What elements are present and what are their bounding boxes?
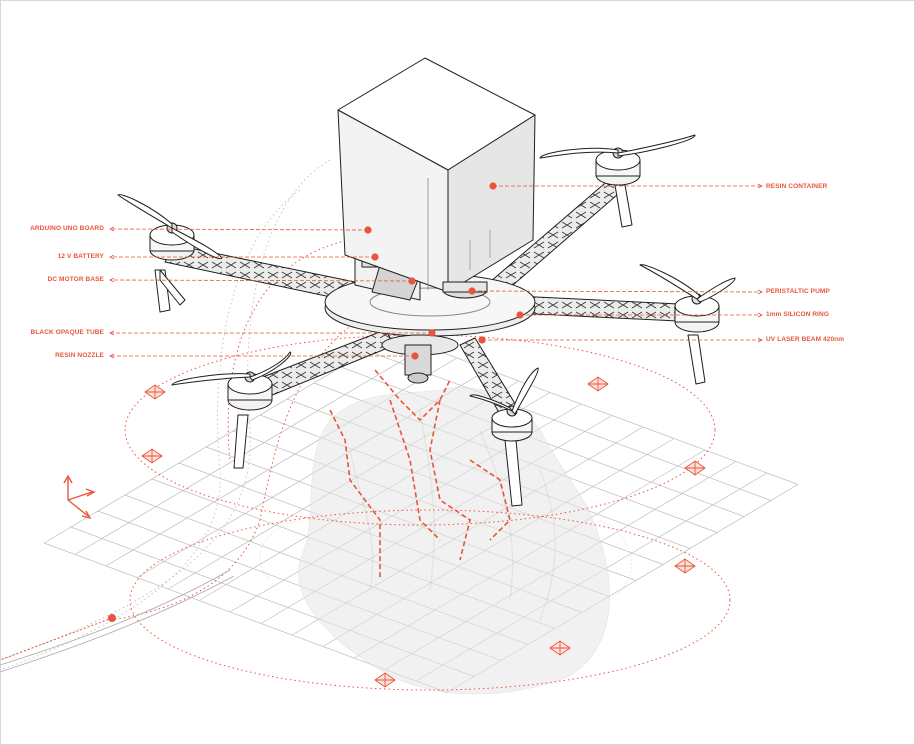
leader-12v-battery-dot: [371, 253, 379, 261]
grid-line: [367, 350, 772, 501]
label-12v-battery: 12 V BATTERY: [57, 253, 104, 260]
leader-black-opaque-tube-arrow: [109, 330, 115, 336]
grid-line: [43, 334, 396, 544]
leader-uv-laser-beam-arrow: [757, 337, 763, 343]
callout-leaders: [109, 182, 763, 360]
leader-resin-container-dot: [489, 182, 497, 190]
resin-container: [337, 57, 536, 293]
tether-anchor-dot: [108, 614, 116, 622]
tether-line: [0, 569, 235, 673]
waypoint-markers: [141, 376, 706, 688]
leader-arduino-uno-board-dot: [364, 226, 372, 234]
peristaltic-pump-part: [442, 281, 488, 299]
label-uv-laser-beam: UV LASER BEAM 420nm: [766, 336, 845, 343]
label-silicon-ring: 1mm SILICON RING: [766, 311, 829, 318]
grid-line: [74, 346, 427, 555]
leader-dc-motor-base: [109, 279, 413, 282]
leader-peristaltic-pump-arrow: [757, 289, 763, 295]
leader-resin-container-arrow: [757, 183, 763, 189]
scanned-structure-ghost: [259, 387, 632, 695]
label-dc-motor-base: DC MOTOR BASE: [47, 276, 104, 283]
motor-right: [674, 293, 720, 333]
leader-black-opaque-tube-dot: [428, 329, 436, 337]
waypoint-marker: [549, 640, 571, 656]
waypoint-marker: [144, 384, 166, 400]
flight-orbits: [109, 239, 731, 691]
label-peristaltic-pump: PERISTALTIC PUMP: [766, 288, 830, 295]
leader-uv-laser-beam-dot: [478, 336, 486, 344]
waypoint-marker: [374, 672, 396, 688]
drone-frame: [117, 57, 736, 507]
laser-print-path: [329, 369, 511, 580]
propellers: [117, 134, 736, 415]
axis-indicator-icon: [63, 474, 96, 520]
label-resin-nozzle: RESIN NOZZLE: [55, 352, 104, 359]
drone-arm-back-left: [164, 244, 356, 301]
waypoint-marker: [141, 448, 163, 464]
leader-silicon-ring-dot: [516, 311, 524, 319]
motor-front-right: [491, 405, 533, 442]
waypoint-marker: [674, 558, 696, 574]
leader-silicon-ring-arrow: [757, 312, 763, 318]
nozzle-housing: [381, 334, 459, 384]
grid-line: [394, 334, 799, 485]
leader-resin-nozzle-dot: [411, 352, 419, 360]
leader-arduino-uno-board-arrow: [109, 226, 115, 232]
leader-dc-motor-base-arrow: [109, 277, 115, 283]
leader-peristaltic-pump-dot: [468, 287, 476, 295]
leader-12v-battery-arrow: [109, 254, 115, 260]
leader-resin-nozzle-arrow: [109, 353, 115, 359]
waypoint-marker: [684, 460, 706, 476]
motor-back-right: [595, 147, 641, 186]
grid-line: [105, 357, 458, 567]
waypoint-marker: [587, 376, 609, 392]
label-arduino-uno-board: ARDUINO UNO BOARD: [30, 225, 104, 232]
label-black-opaque-tube: BLACK OPAQUE TUBE: [30, 329, 104, 336]
drone-arm-front-left: [254, 329, 396, 399]
label-resin-container: RESIN CONTAINER: [766, 183, 828, 190]
flight-orbits-grey: [0, 159, 331, 671]
leader-dc-motor-base-dot: [408, 277, 416, 285]
leader-arduino-uno-board: [109, 228, 369, 231]
leader-peristaltic-pump: [471, 290, 763, 293]
